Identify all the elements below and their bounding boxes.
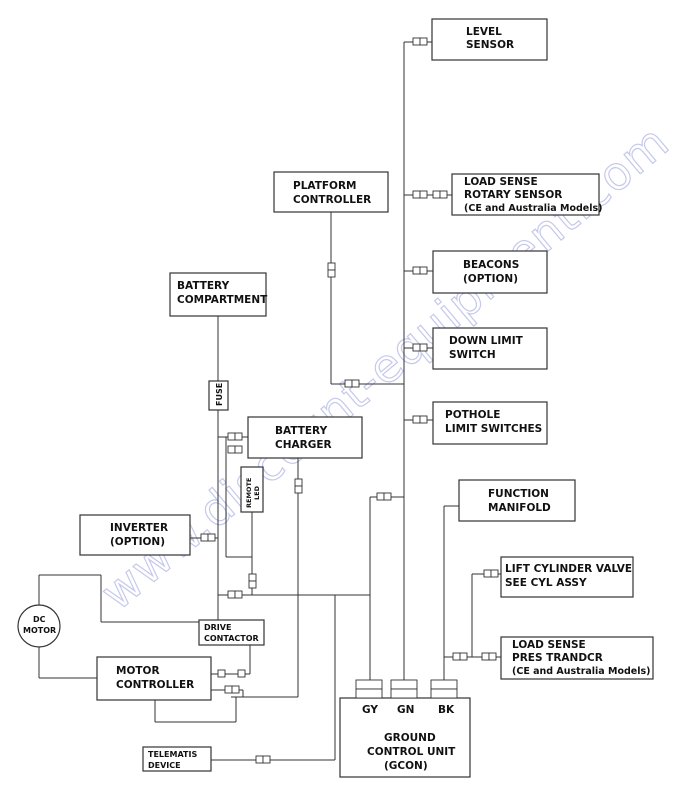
motor-controller-label-2: CONTROLLER [116, 679, 194, 691]
load-sense-rotary-label-3: (CE and Australia Models) [464, 203, 603, 214]
gcon-port-gy: GY [362, 704, 378, 716]
platform-controller-label-2: CONTROLLER [293, 194, 371, 206]
load-sense-rotary-label-2: ROTARY SENSOR [464, 189, 562, 201]
battery-charger-label-1: BATTERY [275, 425, 328, 437]
down-limit-switch-label-2: SWITCH [449, 349, 496, 361]
inverter-label-1: INVERTER [110, 522, 168, 534]
pothole-limit-switches-label-1: POTHOLE [445, 409, 500, 421]
dc-motor: DC MOTOR [17, 604, 61, 648]
pothole-limit-switches-label-2: LIMIT SWITCHES [445, 423, 542, 435]
pothole-limit-switches-box: POTHOLE LIMIT SWITCHES [432, 401, 548, 445]
level-sensor-label-1: LEVEL [466, 26, 502, 38]
load-sense-pres-box: LOAD SENSE PRES TRANDCR (CE and Australi… [500, 636, 654, 680]
wires [38, 41, 501, 761]
lift-cylinder-valve-box: LIFT CYLINDER VALVE SEE CYL ASSY [500, 556, 634, 598]
gcon-label-1: GROUND [384, 732, 436, 744]
inverter-box: INVERTER (OPTION) [79, 514, 191, 556]
connectors [200, 37, 499, 764]
level-sensor-label-2: SENSOR [466, 39, 514, 51]
telematis-device-label-1: TELEMATIS [148, 750, 197, 759]
load-sense-rotary-label-1: LOAD SENSE [464, 176, 538, 188]
gcon-port-gn: GN [397, 704, 414, 716]
fuse-label: FUSE [215, 383, 224, 406]
remote-led-label-2: LED [253, 485, 261, 500]
load-sense-rotary-box: LOAD SENSE ROTARY SENSOR (CE and Austral… [451, 173, 603, 216]
platform-controller-label-1: PLATFORM [293, 180, 357, 192]
ground-control-unit: GY GN BK GROUND CONTROL UNIT (GCON) [339, 679, 471, 778]
telematis-device-box: TELEMATIS DEVICE [142, 746, 212, 772]
function-manifold-label-1: FUNCTION [488, 488, 549, 500]
gcon-port-bk: BK [438, 704, 455, 716]
motor-controller-box: MOTOR CONTROLLER [96, 656, 212, 701]
lift-cylinder-valve-label-1: LIFT CYLINDER VALVE [505, 563, 632, 575]
load-sense-pres-label-2: PRES TRANDCR [512, 652, 603, 664]
beacons-box: BEACONS (OPTION) [432, 250, 548, 294]
down-limit-switch-box: DOWN LIMIT SWITCH [432, 327, 548, 370]
level-sensor-box: LEVEL SENSOR [431, 18, 548, 61]
remote-led-label-1: REMOTE [245, 478, 253, 508]
inverter-label-2: (OPTION) [110, 536, 165, 548]
platform-controller-box: PLATFORM CONTROLLER [273, 171, 389, 213]
battery-charger-box: BATTERY CHARGER [247, 416, 363, 459]
gcon-label-3: (GCON) [384, 760, 428, 772]
gcon-label-2: CONTROL UNIT [367, 746, 456, 758]
drive-contactor-box: DRIVE CONTACTOR [198, 619, 265, 646]
dc-motor-label-2: MOTOR [23, 626, 56, 635]
lift-cylinder-valve-label-2: SEE CYL ASSY [505, 577, 587, 589]
motor-controller-label-1: MOTOR [116, 665, 160, 677]
remote-led-box: REMOTE LED [240, 466, 264, 513]
drive-contactor-label-2: CONTACTOR [204, 634, 259, 643]
beacons-label-2: (OPTION) [463, 273, 518, 285]
function-manifold-label-2: MANIFOLD [488, 502, 551, 514]
drive-contactor-label-1: DRIVE [204, 623, 231, 632]
dc-motor-label-1: DC [33, 615, 46, 624]
load-sense-pres-label-1: LOAD SENSE [512, 639, 586, 651]
beacons-label-1: BEACONS [463, 259, 519, 271]
down-limit-switch-label-1: DOWN LIMIT [449, 335, 524, 347]
battery-compartment-label-2: COMPARTMENT [177, 294, 268, 306]
fuse-box: FUSE [208, 380, 229, 411]
battery-compartment-label-1: BATTERY [177, 280, 230, 292]
load-sense-pres-label-3: (CE and Australia Models) [512, 666, 651, 677]
battery-charger-label-2: CHARGER [275, 439, 332, 451]
telematis-device-label-2: DEVICE [148, 761, 181, 770]
battery-compartment-box: BATTERY COMPARTMENT [169, 272, 268, 317]
function-manifold-box: FUNCTION MANIFOLD [458, 479, 576, 522]
